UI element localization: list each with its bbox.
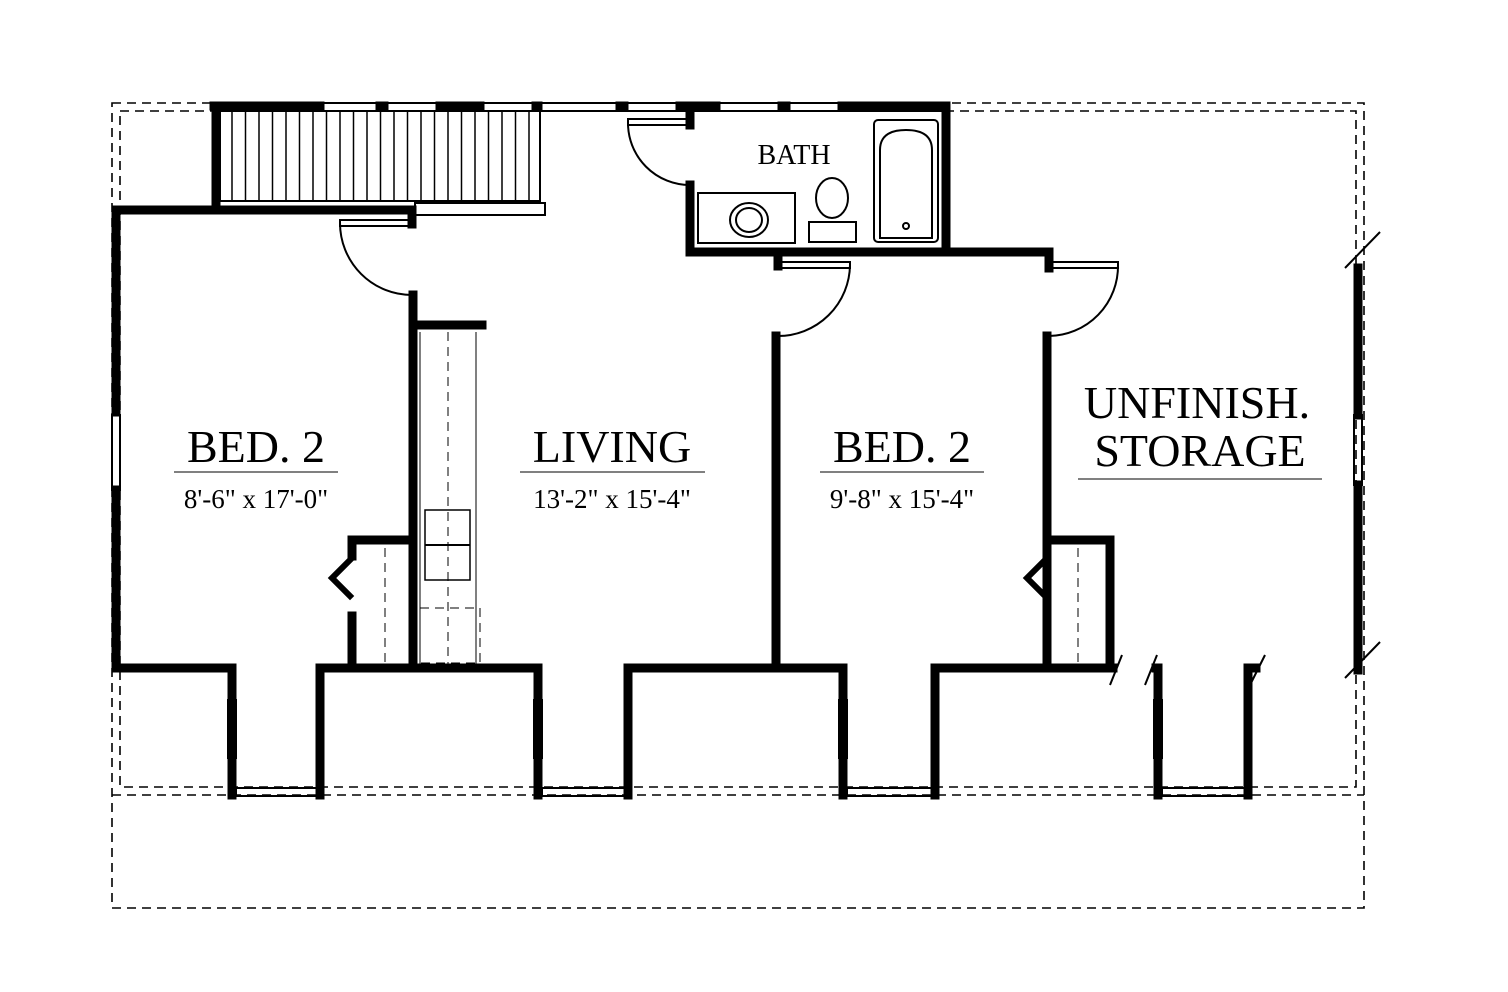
- fixtures: [384, 119, 1079, 665]
- room-name: LIVING: [533, 421, 691, 472]
- windows: [111, 414, 1363, 797]
- break-marks: [1109, 231, 1381, 686]
- room-bed-2-right: BED. 2 9'-8" x 15'-4": [820, 421, 984, 514]
- room-bath: BATH: [757, 140, 830, 171]
- room-living: LIVING 13'-2" x 15'-4": [520, 421, 705, 514]
- doors: [327, 118, 1120, 601]
- staircase: [219, 110, 546, 216]
- room-name: BED. 2: [187, 421, 325, 472]
- room-name: BED. 2: [833, 421, 971, 472]
- room-dimensions: 8'-6" x 17'-0": [184, 484, 328, 514]
- room-dimensions: 9'-8" x 15'-4": [830, 484, 974, 514]
- storage-label-line1: UNFINISH.: [1084, 377, 1310, 428]
- room-dimensions: 13'-2" x 15'-4": [533, 484, 691, 514]
- room-storage: UNFINISH. STORAGE: [1078, 377, 1322, 480]
- room-bed-2-left: BED. 2 8'-6" x 17'-0": [174, 421, 338, 514]
- storage-label-line2: STORAGE: [1094, 425, 1305, 476]
